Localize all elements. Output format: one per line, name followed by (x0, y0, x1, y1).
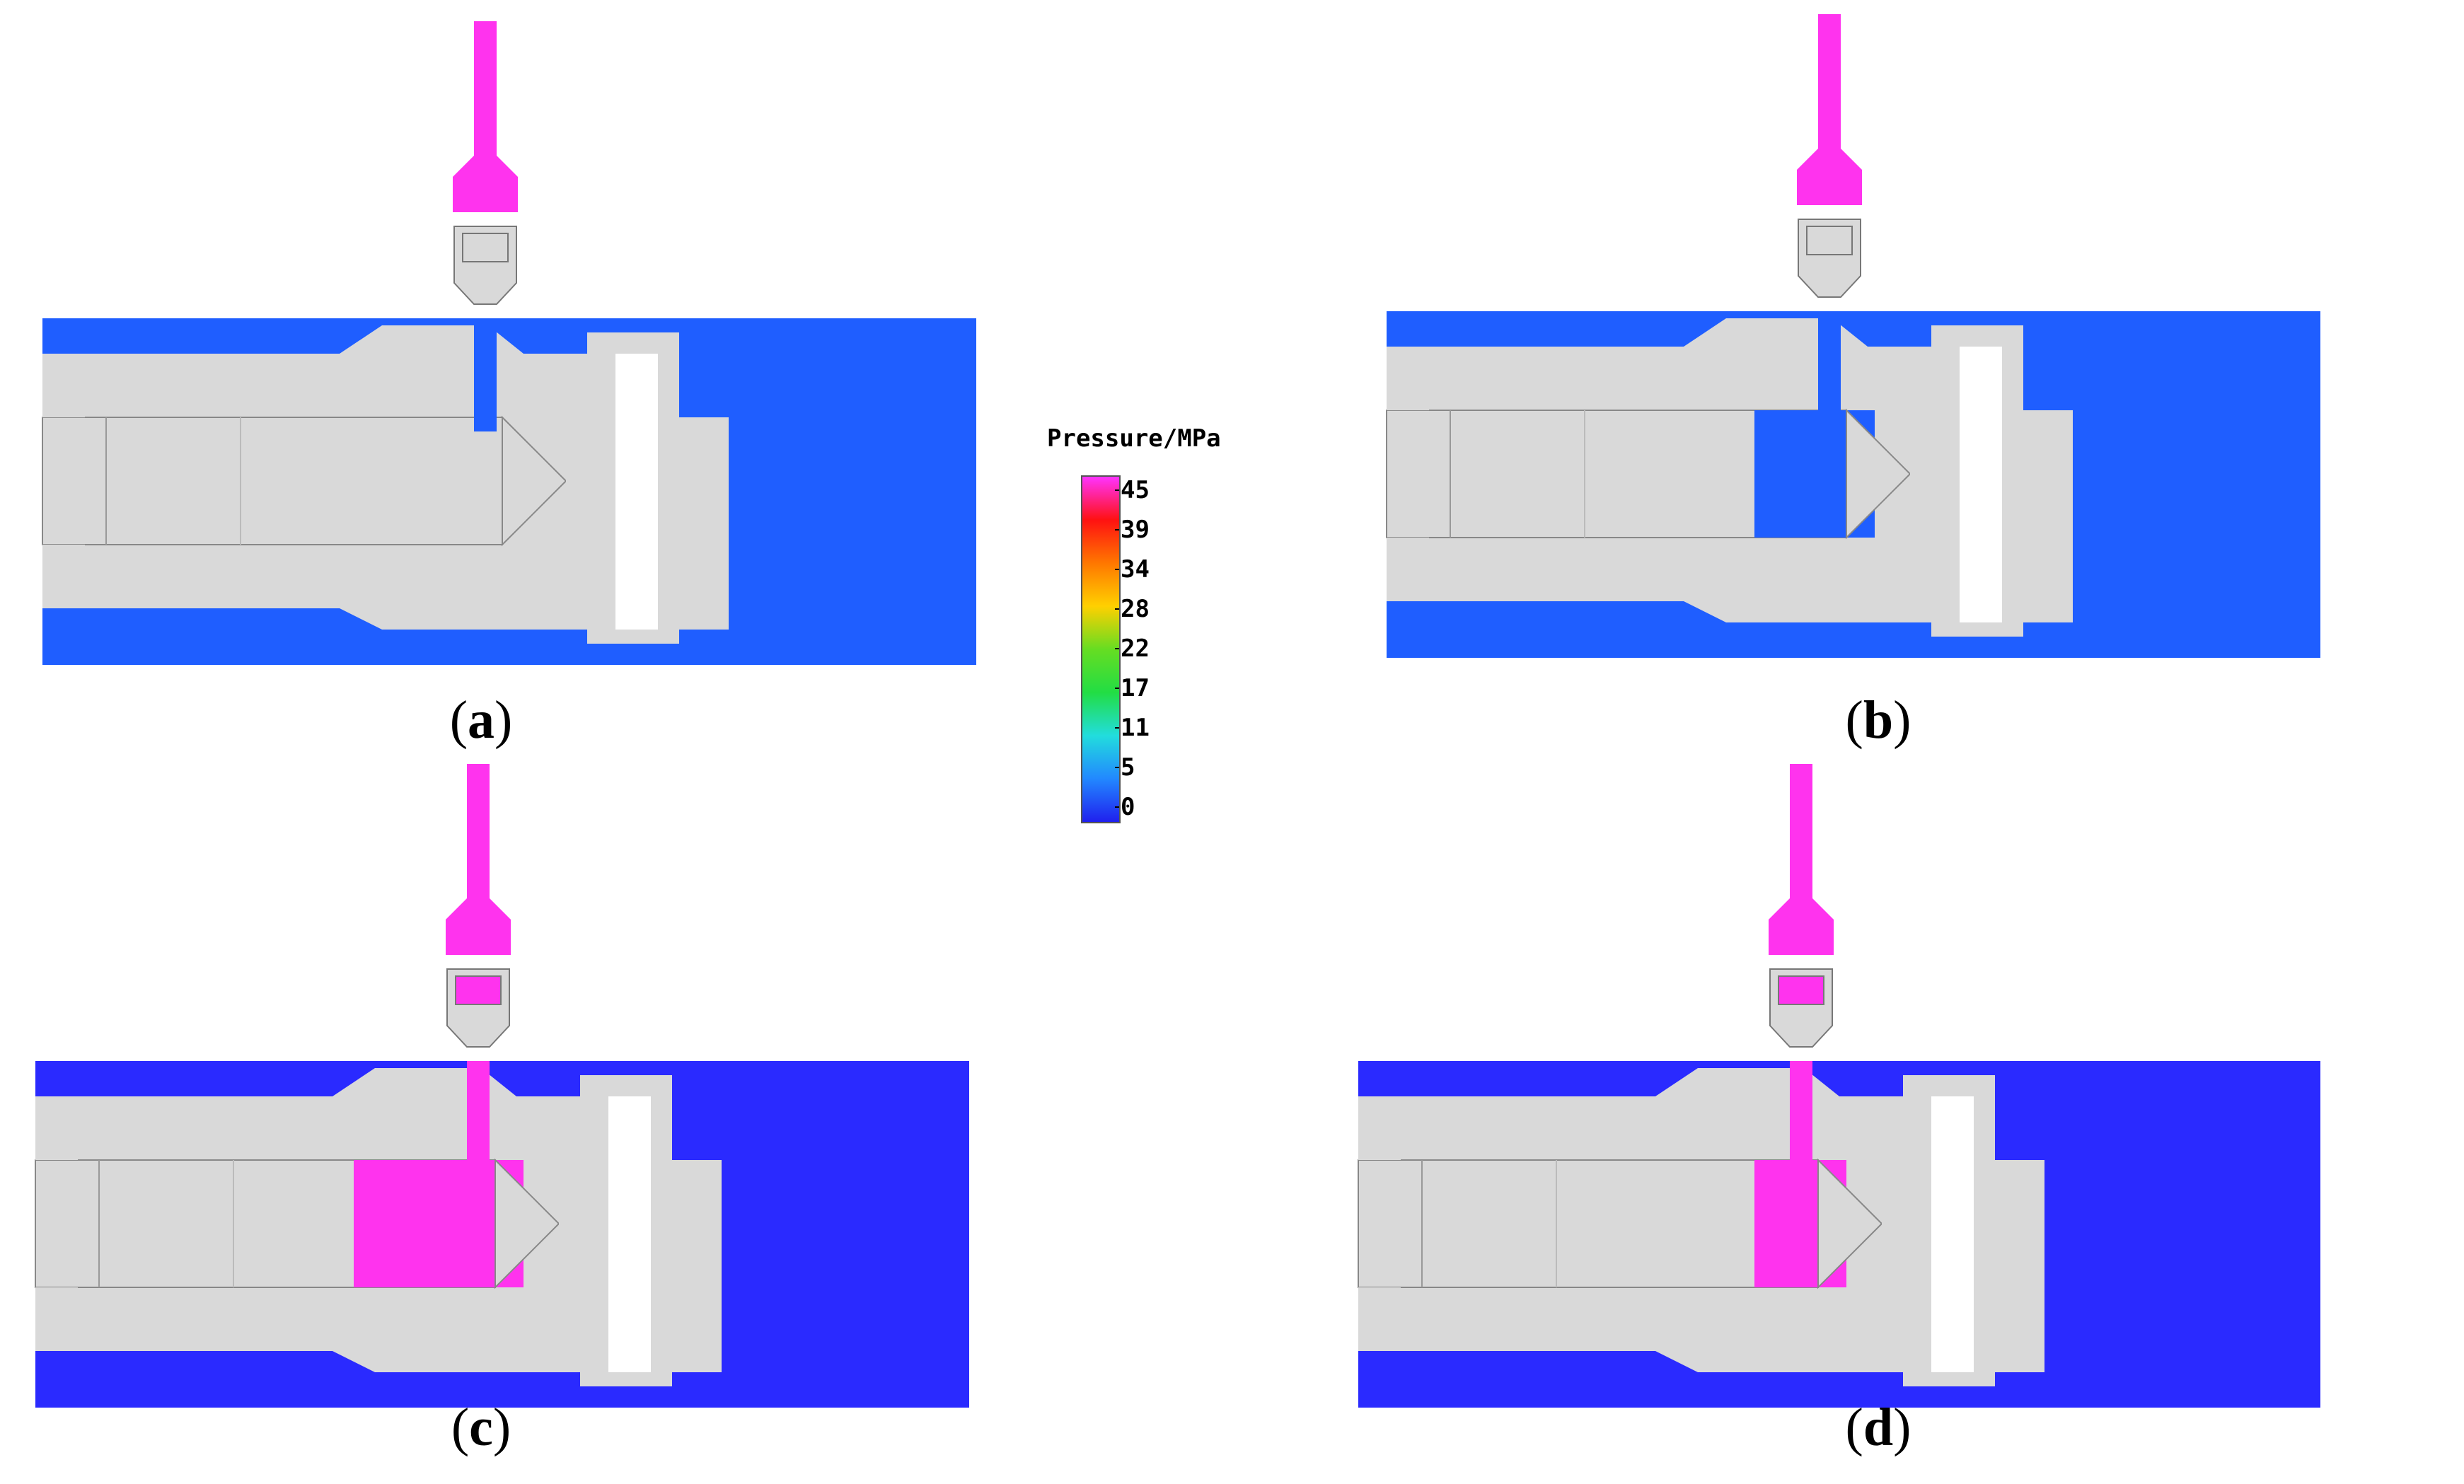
needle-cone (502, 415, 567, 547)
panel-c (21, 764, 983, 1415)
panel-b (1372, 14, 2335, 665)
caption-d: (d) (1845, 1398, 1911, 1457)
feed-pipe (474, 21, 497, 156)
supply-channel (1818, 311, 1841, 424)
feed-fitting (1797, 149, 1862, 205)
left-cap-lower (1387, 538, 1429, 601)
caption-b: (b) (1845, 690, 1911, 750)
needle-cone (494, 1158, 560, 1289)
panel-a (28, 21, 990, 672)
feed-pipe (1818, 14, 1841, 149)
colorbar-tick: 45 (1115, 476, 1150, 504)
supply-channel (467, 1061, 490, 1174)
outlet-gap (1960, 347, 2002, 622)
feed-fitting (453, 156, 518, 212)
caption-c: (c) (451, 1398, 511, 1457)
caption-a: (a) (449, 690, 513, 750)
panel-d (1316, 764, 2335, 1415)
colorbar-tick: 22 (1115, 634, 1150, 663)
colorbar-tick: 28 (1115, 595, 1150, 623)
injector-inner (455, 975, 502, 1005)
colorbar-gradient (1081, 475, 1121, 823)
left-cap-upper (35, 1096, 78, 1160)
needle-cone (1817, 1158, 1883, 1289)
valve-diagram-c (35, 764, 969, 1408)
left-cap-lower (1358, 1287, 1401, 1351)
outlet-gap (615, 354, 658, 630)
outlet-gap (608, 1096, 651, 1372)
left-cap-lower (35, 1287, 78, 1351)
injector-inner (462, 233, 509, 262)
colorbar-tick: 5 (1114, 753, 1135, 782)
supply-channel (1790, 1061, 1812, 1174)
colorbar-tick: 17 (1115, 674, 1150, 702)
injector-inner (1806, 226, 1853, 255)
colorbar-title: Pressure/MPa (1047, 424, 1221, 453)
valve-diagram-d (1358, 764, 2320, 1408)
valve-diagram-a (42, 21, 976, 665)
needle-cone (1846, 408, 1911, 540)
piston-bore (42, 417, 503, 545)
colorbar-tick: 34 (1115, 555, 1150, 584)
outlet-gap (1931, 1096, 1974, 1372)
injector-inner (1778, 975, 1824, 1005)
valve-diagram-b (1386, 14, 2320, 658)
feed-fitting (1769, 898, 1834, 955)
left-cap-lower (42, 545, 85, 608)
feed-pipe (467, 764, 490, 898)
piston-bore (1358, 1159, 1819, 1288)
colorbar-tick: 39 (1115, 516, 1150, 544)
supply-channel (474, 318, 497, 431)
pressure-colorbar: Pressure/MPa 45 39 34 28 22 17 11 5 0 (1047, 424, 1231, 835)
feed-pipe (1790, 764, 1812, 898)
left-cap-upper (1358, 1096, 1401, 1160)
feed-fitting (446, 898, 511, 955)
colorbar-tick: 0 (1114, 793, 1135, 821)
colorbar-tick: 11 (1115, 714, 1150, 742)
left-cap-upper (1387, 347, 1429, 410)
left-cap-upper (42, 354, 85, 417)
